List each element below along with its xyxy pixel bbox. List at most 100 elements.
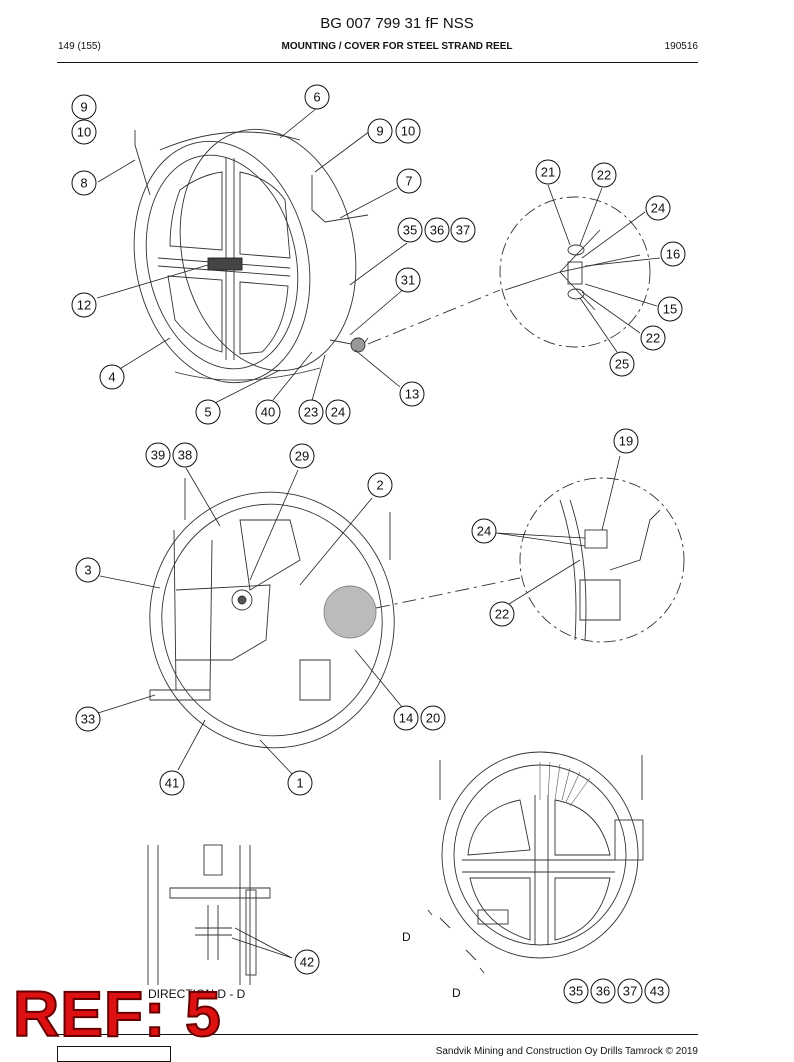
callout-10: 10 (71, 119, 97, 145)
svg-text:3: 3 (84, 563, 91, 578)
callout-29: 29 (289, 443, 315, 469)
callout-2: 2 (367, 472, 393, 498)
callout-24: 24 (325, 399, 351, 425)
svg-text:29: 29 (295, 449, 309, 464)
svg-text:16: 16 (666, 247, 680, 262)
direction-label: DIRECTION D - D (148, 987, 246, 1001)
svg-text:10: 10 (77, 125, 91, 140)
callout-39: 39 (145, 442, 171, 468)
callout-14: 14 (393, 705, 419, 731)
detail-circle-middle (519, 477, 685, 643)
svg-text:35: 35 (569, 984, 583, 999)
svg-text:2: 2 (376, 478, 383, 493)
svg-text:14: 14 (399, 711, 413, 726)
callout-20: 20 (420, 705, 446, 731)
callout-37: 37 (450, 217, 476, 243)
svg-text:24: 24 (651, 201, 665, 216)
header-divider (57, 62, 698, 63)
section-mark-left: D (402, 930, 411, 944)
callout-22: 22 (640, 325, 666, 351)
callout-6: 6 (304, 84, 330, 110)
svg-text:1: 1 (296, 776, 303, 791)
page-number: 149 (155) (58, 41, 101, 52)
svg-text:39: 39 (151, 448, 165, 463)
svg-text:24: 24 (331, 405, 345, 420)
svg-text:6: 6 (313, 90, 320, 105)
svg-text:33: 33 (81, 712, 95, 727)
section-mark-bottom: D (452, 986, 461, 1000)
svg-text:10: 10 (401, 124, 415, 139)
footer-divider (57, 1034, 698, 1035)
svg-text:43: 43 (650, 984, 664, 999)
svg-text:36: 36 (430, 223, 444, 238)
svg-text:37: 37 (623, 984, 637, 999)
svg-text:24: 24 (477, 524, 491, 539)
svg-text:38: 38 (178, 448, 192, 463)
svg-text:31: 31 (401, 273, 415, 288)
svg-text:23: 23 (304, 405, 318, 420)
svg-text:19: 19 (619, 434, 633, 449)
callout-10: 10 (395, 118, 421, 144)
section-title: MOUNTING / COVER FOR STEEL STRAND REEL (281, 41, 513, 52)
svg-text:4: 4 (108, 370, 115, 385)
svg-text:9: 9 (80, 100, 87, 115)
svg-text:9: 9 (376, 124, 383, 139)
callout-40: 40 (255, 399, 281, 425)
reel-cover-side-view (439, 751, 644, 959)
callout-24: 24 (471, 518, 497, 544)
svg-text:20: 20 (426, 711, 440, 726)
callout-13: 13 (399, 381, 425, 407)
callout-22: 22 (489, 601, 515, 627)
ref-stamp: REF: 5 (12, 978, 222, 1050)
date-code: 190516 (664, 41, 698, 52)
callout-22: 22 (591, 162, 617, 188)
callout-3: 3 (75, 557, 101, 583)
callout-16: 16 (660, 241, 686, 267)
callout-42: 42 (294, 949, 320, 975)
copyright-text: Sandvik Mining and Construction Oy Drill… (435, 1046, 698, 1057)
svg-text:21: 21 (541, 165, 555, 180)
svg-text:13: 13 (405, 387, 419, 402)
callout-25: 25 (609, 351, 635, 377)
callout-4: 4 (99, 364, 125, 390)
callout-23: 23 (298, 399, 324, 425)
svg-text:37: 37 (456, 223, 470, 238)
svg-text:5: 5 (204, 405, 211, 420)
document-number: BG 007 799 31 fF NSS (320, 15, 474, 32)
svg-text:7: 7 (405, 174, 412, 189)
callout-8: 8 (71, 170, 97, 196)
callout-31: 31 (395, 267, 421, 293)
callout-1: 1 (287, 770, 313, 796)
callout-19: 19 (613, 428, 639, 454)
callout-35: 35 (563, 978, 589, 1004)
svg-text:22: 22 (495, 607, 509, 622)
callout-24: 24 (645, 195, 671, 221)
callout-15: 15 (657, 296, 683, 322)
callout-38: 38 (172, 442, 198, 468)
svg-text:41: 41 (165, 776, 179, 791)
svg-text:36: 36 (596, 984, 610, 999)
callout-41: 41 (159, 770, 185, 796)
callout-33: 33 (75, 706, 101, 732)
svg-text:22: 22 (646, 331, 660, 346)
svg-text:40: 40 (261, 405, 275, 420)
svg-text:8: 8 (80, 176, 87, 191)
direction-view (147, 844, 271, 985)
callout-36: 36 (424, 217, 450, 243)
svg-text:12: 12 (77, 298, 91, 313)
callout-9: 9 (367, 118, 393, 144)
svg-text:25: 25 (615, 357, 629, 372)
svg-text:22: 22 (597, 168, 611, 183)
callout-37: 37 (617, 978, 643, 1004)
callout-43: 43 (644, 978, 670, 1004)
callout-12: 12 (71, 292, 97, 318)
callout-5: 5 (195, 399, 221, 425)
callout-9: 9 (71, 94, 97, 120)
callout-35: 35 (397, 217, 423, 243)
detail-circle-top (499, 196, 651, 348)
svg-text:15: 15 (663, 302, 677, 317)
callout-7: 7 (396, 168, 422, 194)
callout-36: 36 (590, 978, 616, 1004)
